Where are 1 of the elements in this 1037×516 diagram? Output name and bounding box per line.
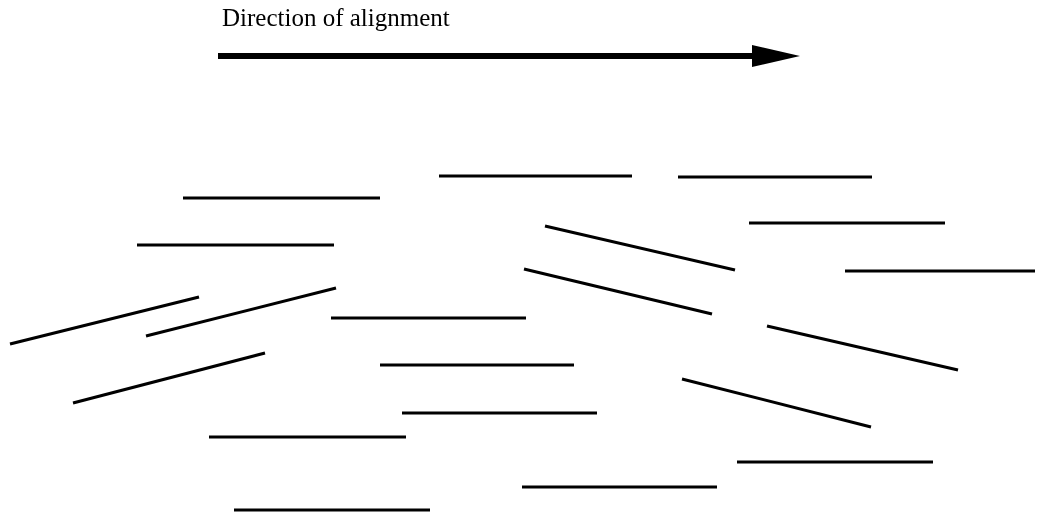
direction-label: Direction of alignment	[222, 4, 450, 32]
